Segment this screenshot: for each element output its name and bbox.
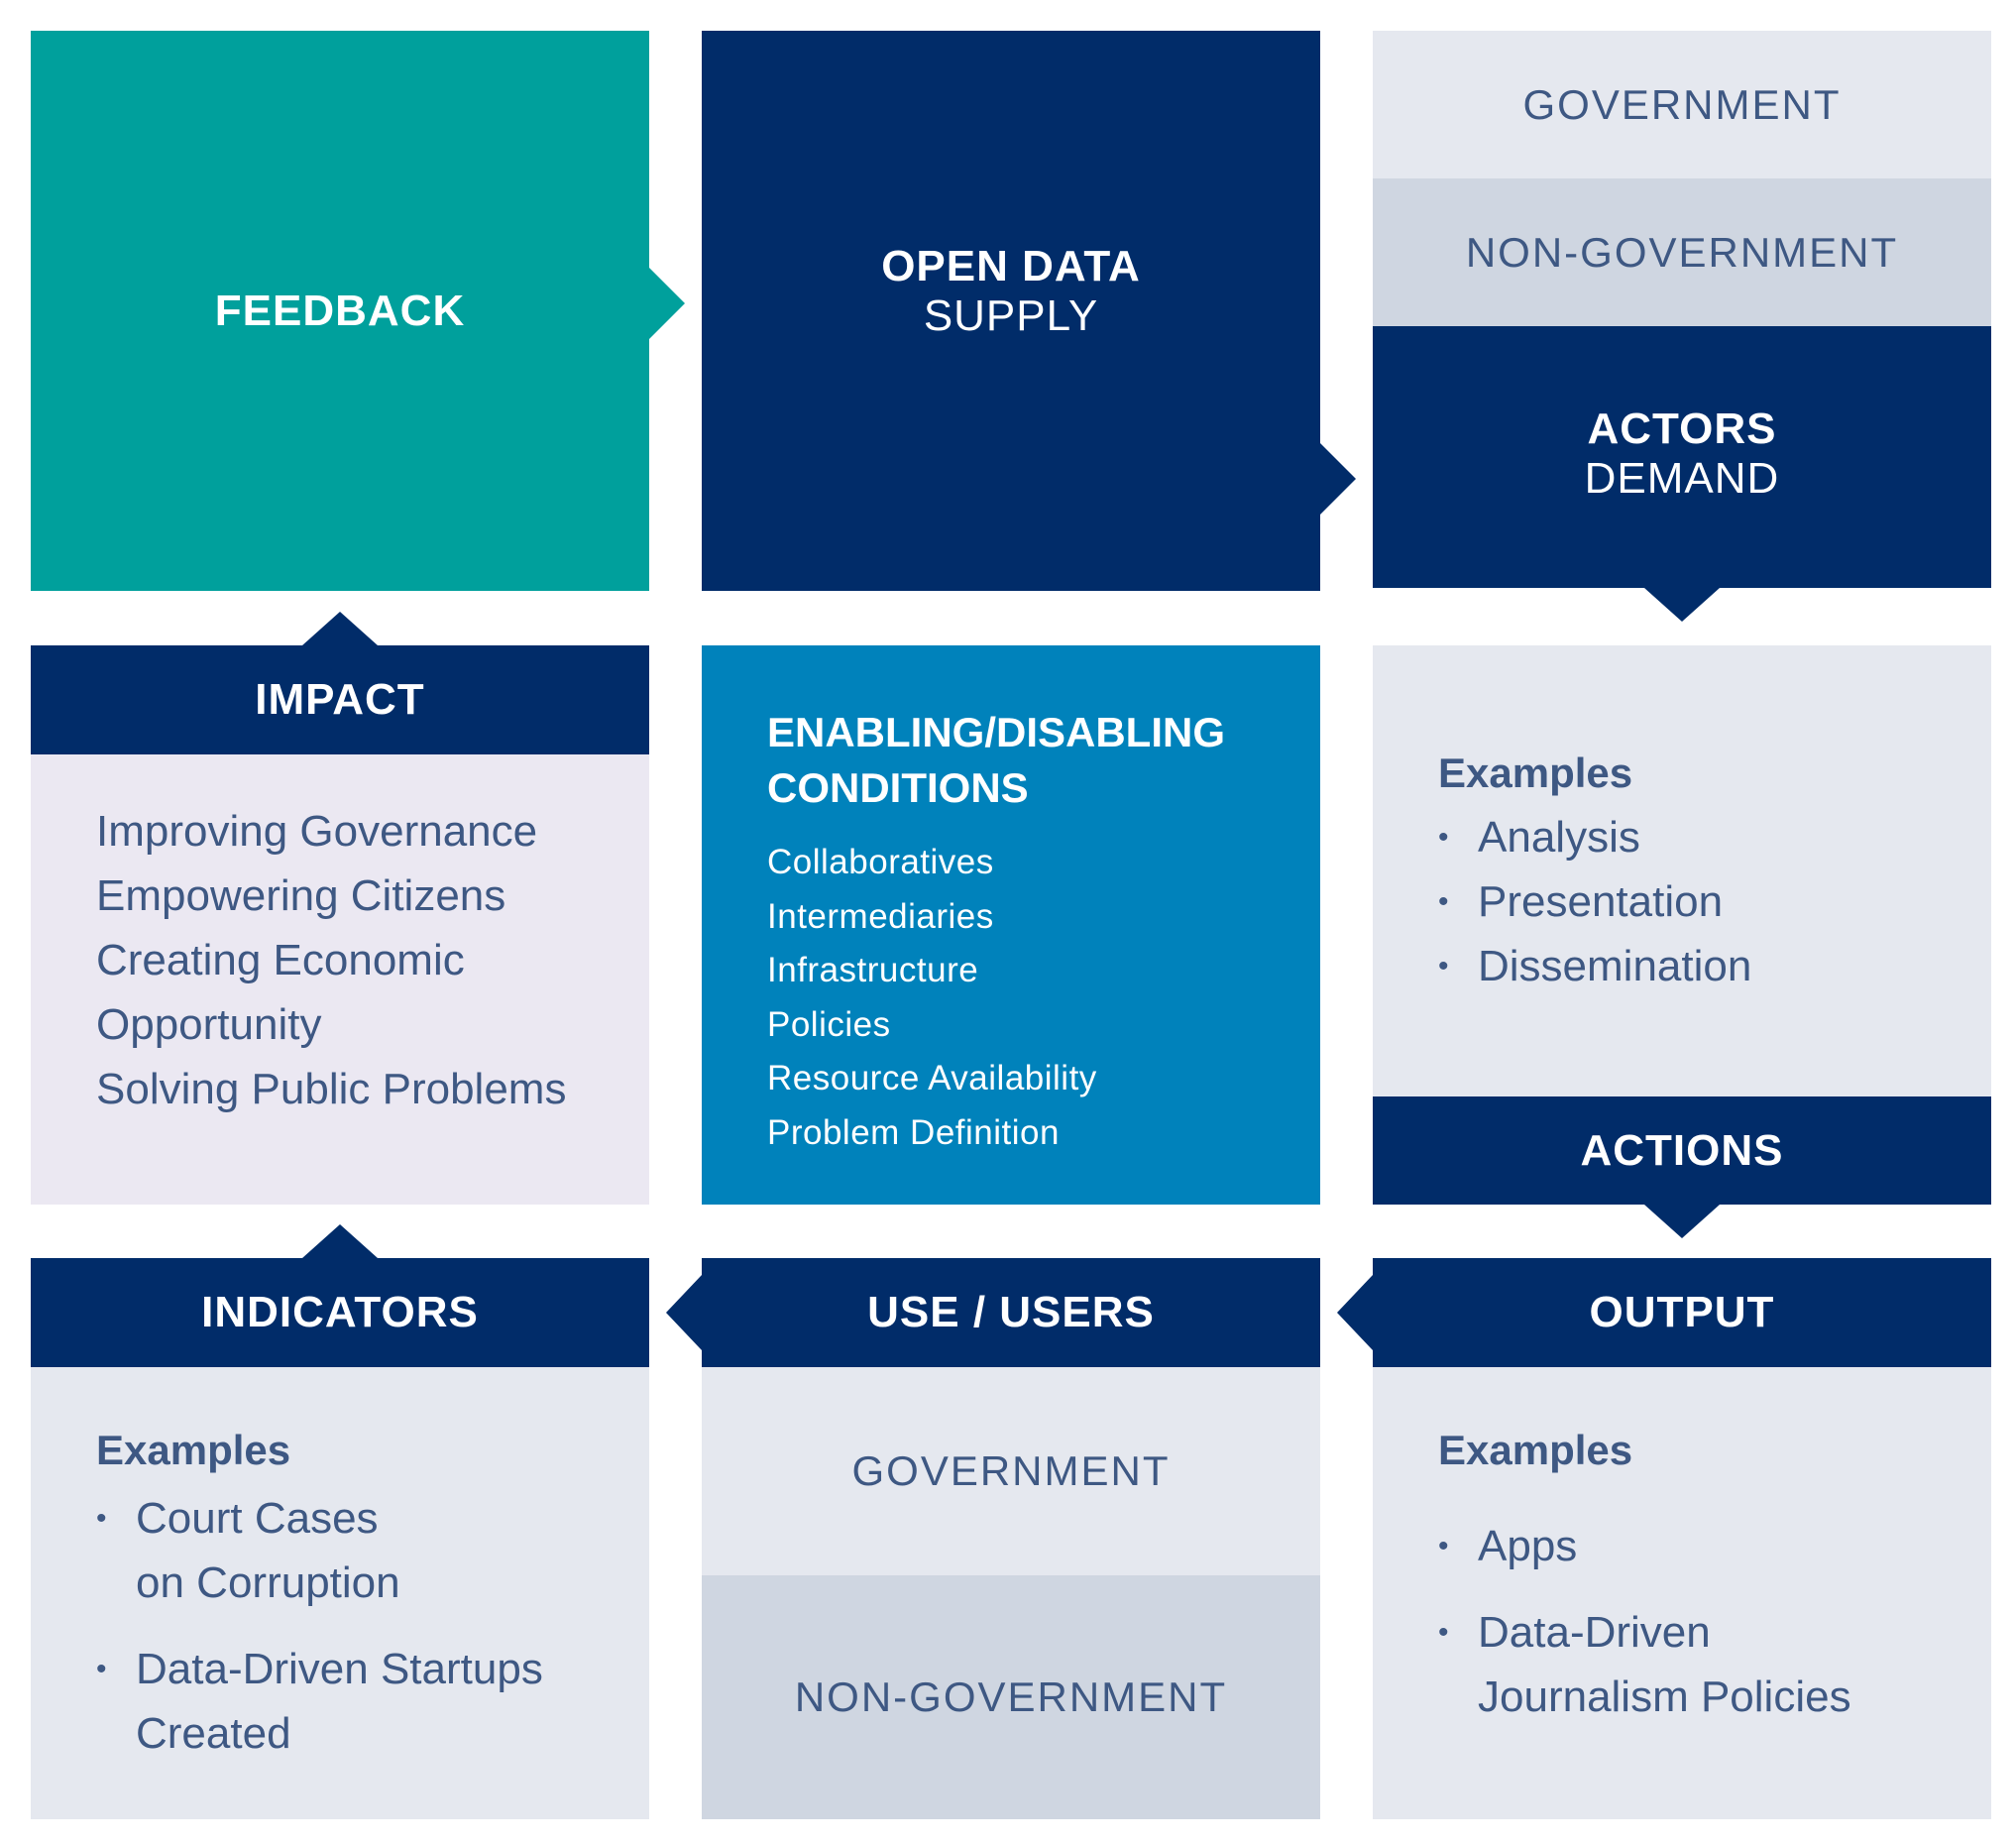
indicators-item-1: Court Cases on Corruption bbox=[96, 1486, 649, 1615]
output-body: Examples Apps Data-Driven Journalism Pol… bbox=[1373, 1367, 1991, 1819]
indicators-header: INDICATORS bbox=[31, 1258, 649, 1367]
output-item-2-line-2: Journalism Policies bbox=[1478, 1672, 1851, 1721]
conditions-item-6: Problem Definition bbox=[767, 1112, 1060, 1152]
indicators-body: Examples Court Cases on Corruption Data-… bbox=[31, 1367, 649, 1819]
open-data-subtitle: SUPPLY bbox=[923, 290, 1099, 340]
impact-body: Improving Governance Empowering Citizens… bbox=[31, 754, 649, 1205]
impact-line-3: Creating Economic bbox=[96, 936, 465, 984]
use-users-title: USE / USERS bbox=[867, 1288, 1155, 1336]
actions-item-2: Presentation bbox=[1438, 869, 1991, 934]
indicators-item-2-line-2: Created bbox=[136, 1709, 291, 1758]
use-users-non-government-label: NON-GOVERNMENT bbox=[794, 1673, 1228, 1720]
impact-title: IMPACT bbox=[255, 675, 425, 724]
actions-item-1: Analysis bbox=[1438, 805, 1991, 869]
impact-to-feedback-arrow bbox=[302, 612, 378, 645]
use-users-header: USE / USERS bbox=[702, 1258, 1320, 1367]
output-to-use-arrow bbox=[1337, 1275, 1373, 1350]
conditions-title-1: ENABLING/DISABLING bbox=[767, 709, 1225, 755]
output-item-1: Apps bbox=[1438, 1514, 1991, 1578]
actors-government: GOVERNMENT bbox=[1373, 31, 1991, 178]
output-item-2: Data-Driven Journalism Policies bbox=[1438, 1600, 1991, 1729]
output-examples-label: Examples bbox=[1438, 1427, 1633, 1473]
feedback-label: FEEDBACK bbox=[214, 286, 466, 335]
indicators-item-1-line-2: on Corruption bbox=[136, 1558, 400, 1607]
actions-title: ACTIONS bbox=[1580, 1125, 1784, 1175]
actions-to-output-arrow bbox=[1644, 1205, 1720, 1238]
conditions-item-4: Policies bbox=[767, 1004, 891, 1044]
use-to-indicators-arrow bbox=[666, 1275, 702, 1350]
impact-line-5: Solving Public Problems bbox=[96, 1065, 567, 1113]
indicators-to-impact-arrow bbox=[302, 1224, 378, 1258]
actions-examples-label: Examples bbox=[1438, 750, 1633, 796]
actors-to-actions-arrow bbox=[1644, 588, 1720, 622]
open-data-to-actors-arrow bbox=[1320, 443, 1356, 515]
actions-body: Examples Analysis Presentation Dissemina… bbox=[1373, 645, 1991, 1096]
indicators-examples-label: Examples bbox=[96, 1427, 291, 1473]
impact-line-4: Opportunity bbox=[96, 1000, 322, 1049]
impact-line-2: Empowering Citizens bbox=[96, 871, 506, 920]
use-users-government: GOVERNMENT bbox=[702, 1367, 1320, 1575]
conditions-item-1: Collaboratives bbox=[767, 843, 994, 881]
indicators-item-1-line-1: Court Cases bbox=[136, 1494, 379, 1543]
conditions-item-3: Infrastructure bbox=[767, 951, 979, 989]
indicators-item-2-line-1: Data-Driven Startups bbox=[136, 1645, 543, 1693]
use-users-non-government: NON-GOVERNMENT bbox=[702, 1575, 1320, 1819]
conditions-title-2: CONDITIONS bbox=[767, 764, 1029, 811]
actors-non-government: NON-GOVERNMENT bbox=[1373, 178, 1991, 326]
actors-subtitle: DEMAND bbox=[1584, 454, 1780, 503]
feedback-to-open-data-arrow bbox=[649, 268, 685, 339]
actors-non-government-label: NON-GOVERNMENT bbox=[1465, 228, 1899, 276]
actors-government-label: GOVERNMENT bbox=[1522, 80, 1842, 128]
conditions-item-2: Intermediaries bbox=[767, 896, 994, 936]
open-data-title: OPEN DATA bbox=[881, 241, 1141, 290]
conditions-item-5: Resource Availability bbox=[767, 1059, 1097, 1097]
output-item-2-line-1: Data-Driven bbox=[1478, 1608, 1711, 1657]
use-users-government-label: GOVERNMENT bbox=[851, 1447, 1171, 1494]
actions-item-3: Dissemination bbox=[1438, 934, 1991, 998]
open-data-box: OPEN DATA SUPPLY bbox=[702, 31, 1320, 591]
conditions-box: ENABLING/DISABLING CONDITIONS Collaborat… bbox=[702, 645, 1320, 1205]
output-header: OUTPUT bbox=[1373, 1258, 1991, 1367]
indicators-title: INDICATORS bbox=[201, 1288, 479, 1336]
actions-header: ACTIONS bbox=[1373, 1096, 1991, 1205]
actors-box: ACTORS DEMAND bbox=[1373, 326, 1991, 588]
impact-line-1: Improving Governance bbox=[96, 807, 538, 856]
impact-header: IMPACT bbox=[31, 645, 649, 754]
output-title: OUTPUT bbox=[1589, 1288, 1775, 1336]
feedback-box: FEEDBACK bbox=[31, 31, 649, 591]
actors-title: ACTORS bbox=[1587, 404, 1777, 453]
indicators-item-2: Data-Driven Startups Created bbox=[96, 1637, 649, 1766]
